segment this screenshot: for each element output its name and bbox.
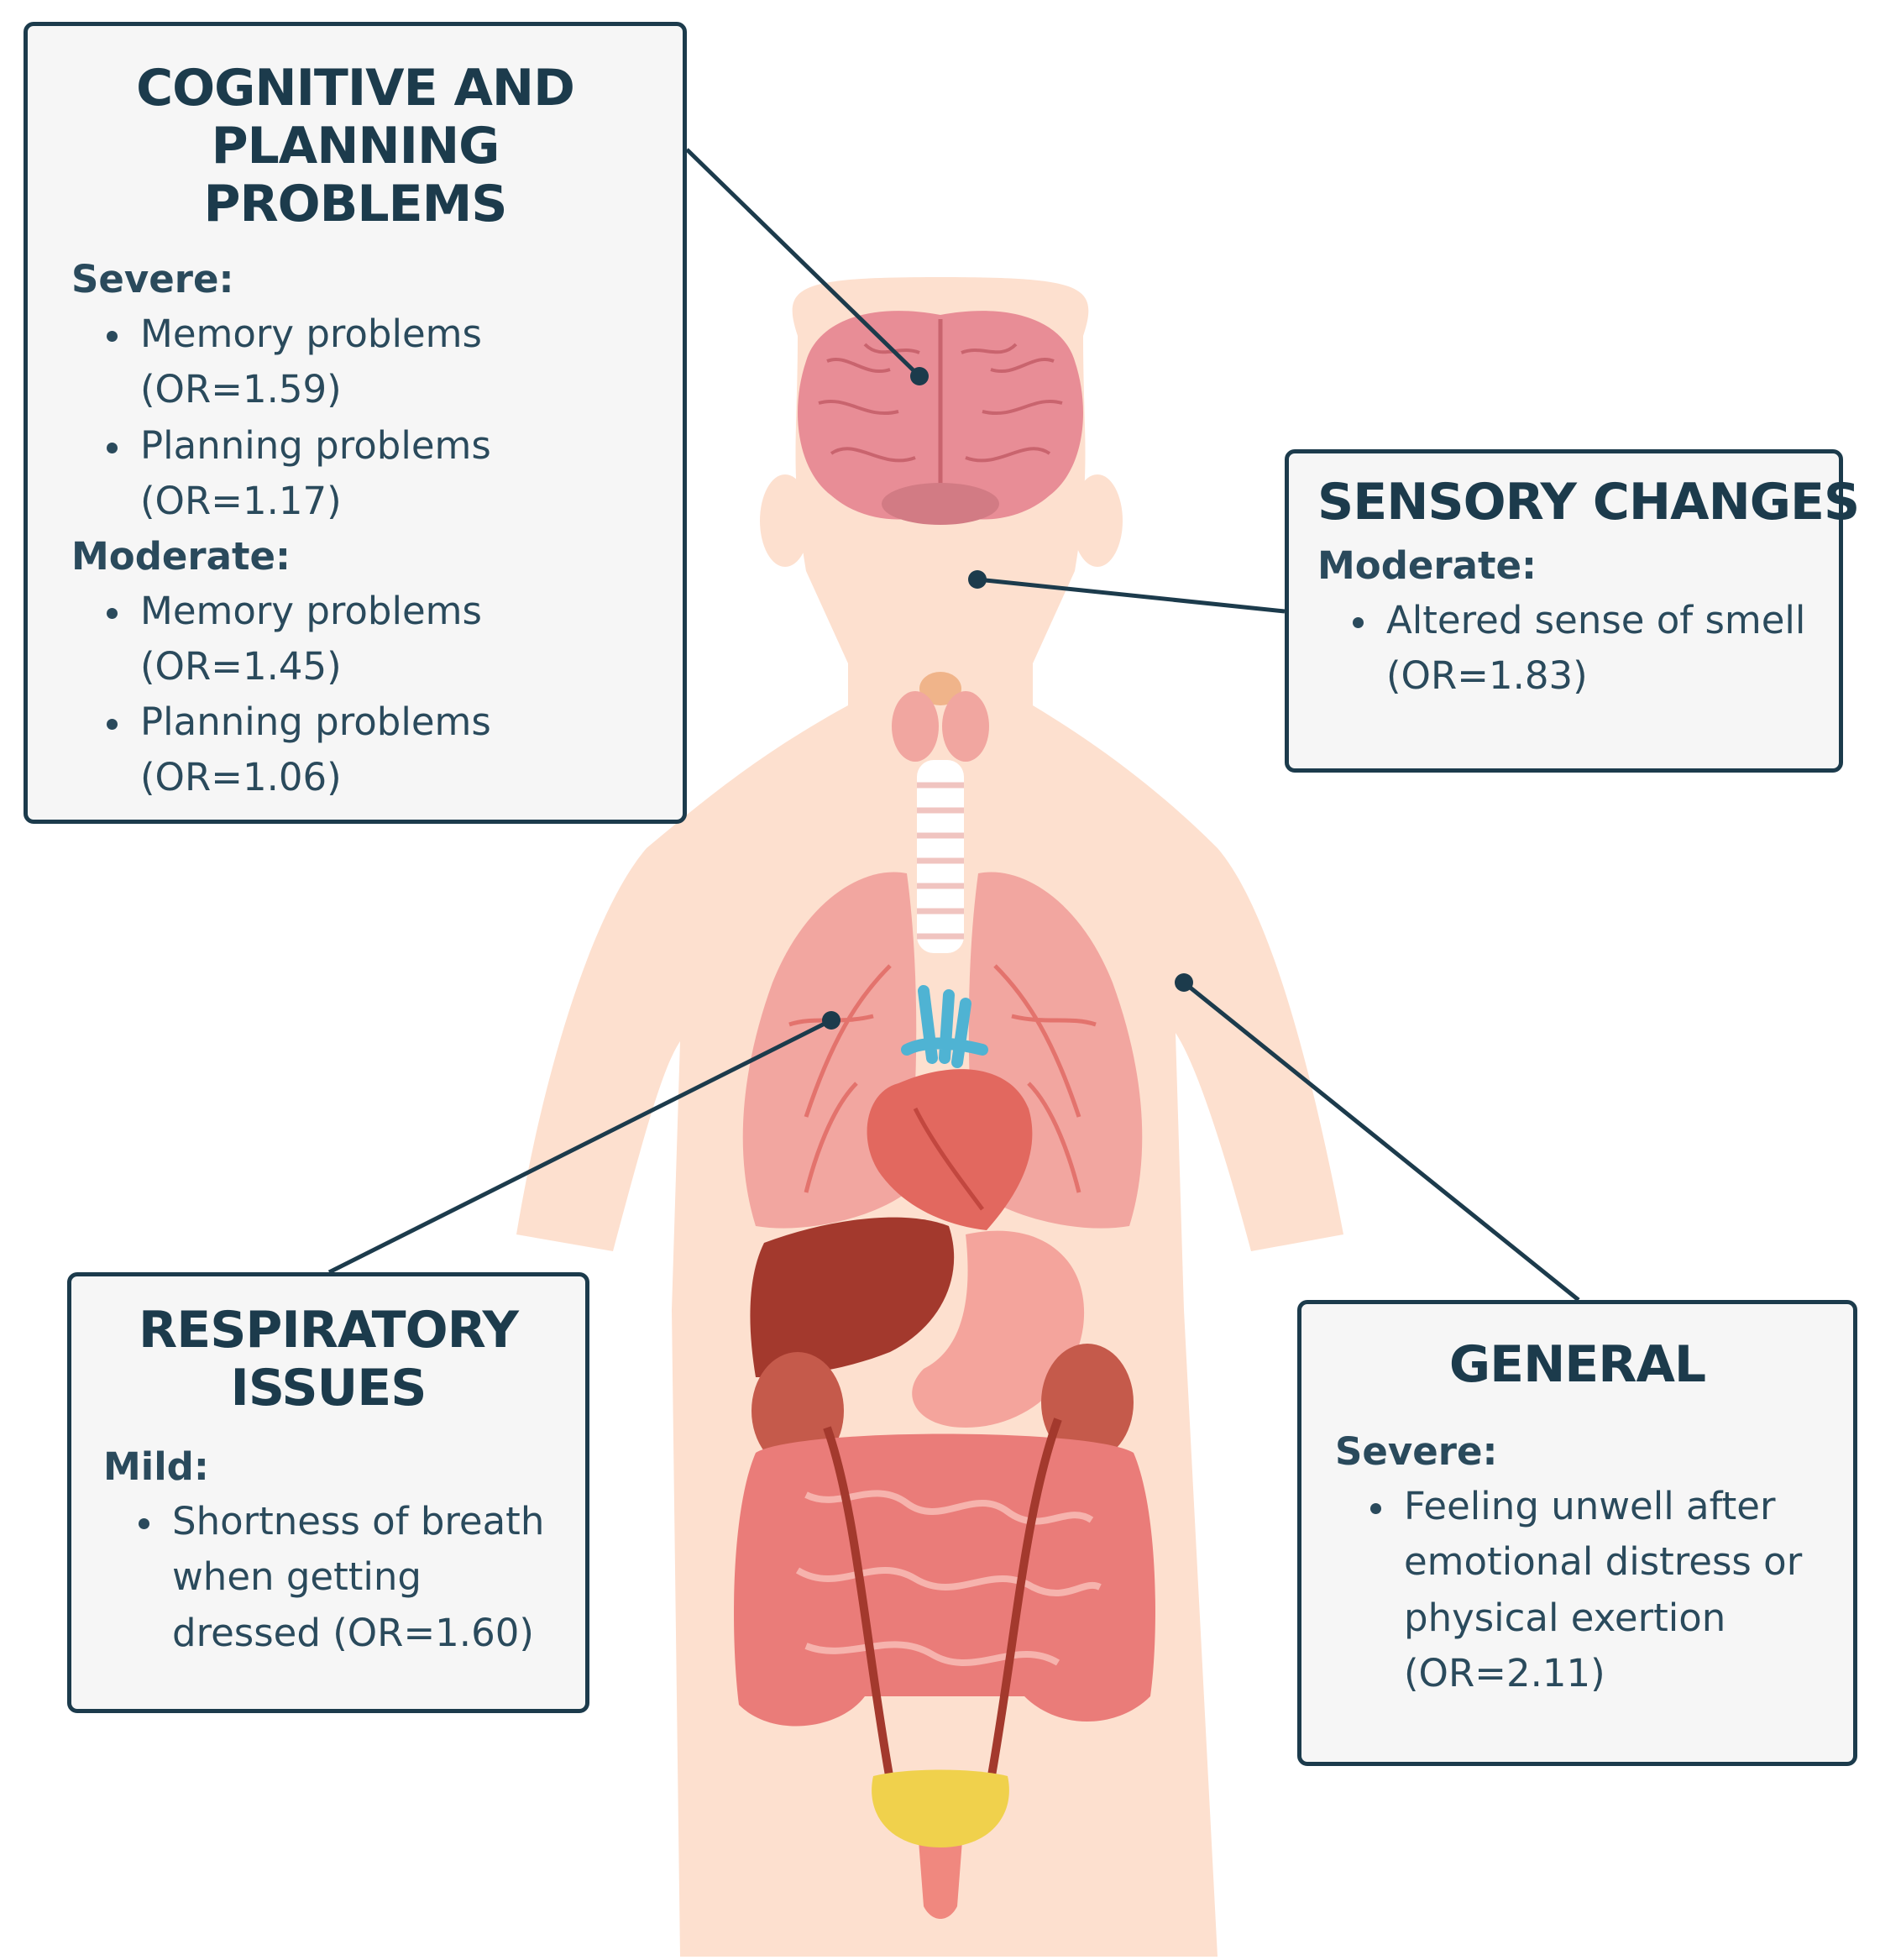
cognitive-callout: COGNITIVE AND PLANNING PROBLEMS Severe: …	[24, 22, 687, 824]
list-item: Shortness of breath when getting dressed…	[139, 1494, 585, 1660]
severity-label-moderate: Moderate:	[71, 533, 291, 579]
bladder-icon	[872, 1769, 1009, 1847]
list-item: Memory problems (OR=1.59)	[107, 307, 683, 417]
connector-dots	[822, 367, 1193, 1030]
severe-symptom-list: Memory problems (OR=1.59) Planning probl…	[71, 307, 683, 529]
connector-general	[1182, 981, 1580, 1302]
cognitive-title-line2: PLANNING PROBLEMS	[203, 117, 507, 233]
dot-head	[968, 570, 987, 589]
sensory-symptom-list: Altered sense of smell (OR=1.83)	[1317, 593, 1839, 704]
severity-label-severe: Severe:	[71, 257, 234, 301]
severity-label-severe: Severe:	[1335, 1429, 1498, 1474]
blood-vessels-icon	[901, 985, 988, 1068]
respiratory-title-line2: ISSUES	[230, 1359, 427, 1418]
respiratory-symptom-list: Shortness of breath when getting dressed…	[103, 1494, 585, 1660]
thyroid-icon	[892, 672, 989, 762]
respiratory-title: RESPIRATORY ISSUES	[103, 1302, 585, 1418]
connector-respiratory	[327, 1018, 833, 1275]
cognitive-title: COGNITIVE AND PLANNING PROBLEMS	[71, 60, 683, 233]
list-item: Feeling unwell after emotional distress …	[1370, 1479, 1853, 1701]
brain-icon	[798, 311, 1083, 525]
trachea-icon	[917, 760, 964, 953]
severity-label-moderate: Moderate:	[1317, 543, 1537, 588]
dot-chest	[1175, 973, 1193, 992]
general-callout: GENERAL Severe: Feeling unwell after emo…	[1297, 1300, 1857, 1766]
respiratory-callout: RESPIRATORY ISSUES Mild: Shortness of br…	[67, 1272, 589, 1713]
sensory-title: SENSORY CHANGES	[1317, 473, 1860, 532]
ureters-icon	[823, 1418, 1062, 1781]
list-item: Planning problems (OR=1.17)	[107, 418, 683, 529]
list-item: Altered sense of smell (OR=1.83)	[1353, 593, 1839, 704]
liver-icon	[750, 1217, 955, 1377]
severity-label-mild: Mild:	[103, 1444, 209, 1489]
kidneys-icon	[751, 1344, 1134, 1470]
moderate-symptom-list: Memory problems (OR=1.45) Planning probl…	[71, 584, 683, 806]
connector-sensory	[977, 577, 1286, 614]
list-item: Planning problems (OR=1.06)	[107, 694, 683, 805]
sensory-callout: SENSORY CHANGES Moderate: Altered sense …	[1285, 449, 1860, 773]
dot-brain	[910, 367, 929, 385]
general-symptom-list: Feeling unwell after emotional distress …	[1335, 1479, 1853, 1701]
general-title: GENERAL	[1448, 1335, 1706, 1394]
connector-cognitive	[685, 148, 921, 378]
cognitive-title-line1: COGNITIVE AND	[136, 59, 575, 118]
respiratory-title-line1: RESPIRATORY	[139, 1301, 519, 1360]
stomach-icon	[912, 1230, 1085, 1428]
dot-lungs	[822, 1011, 841, 1030]
list-item: Memory problems (OR=1.45)	[107, 584, 683, 694]
heart-icon	[867, 1069, 1033, 1230]
intestines-icon	[734, 1433, 1155, 1727]
connector-lines	[327, 148, 1580, 1302]
